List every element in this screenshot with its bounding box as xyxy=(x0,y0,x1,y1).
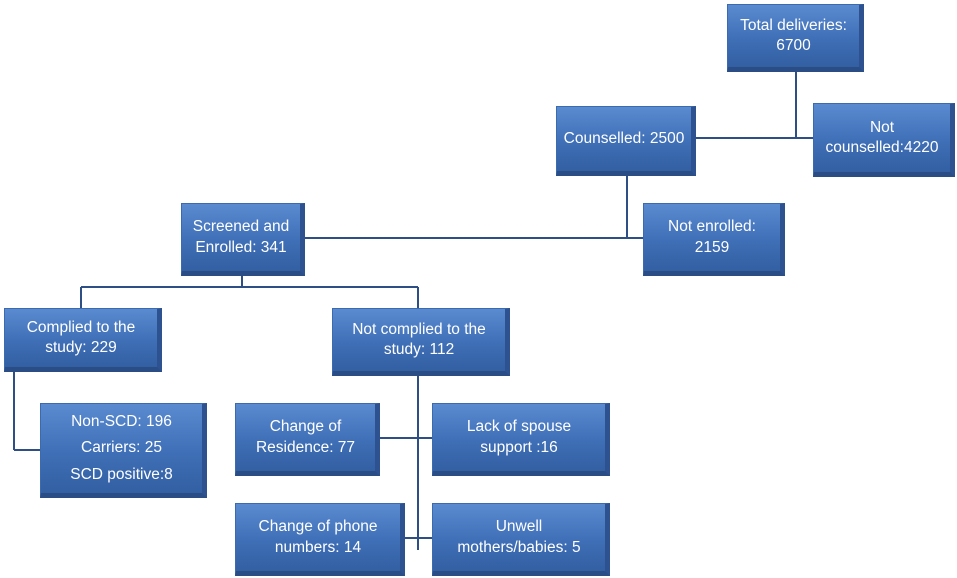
node-breakdown-non-scd: Non-SCD: 196 xyxy=(71,413,172,431)
node-total-deliveries-line1: Total deliveries: xyxy=(740,16,847,34)
node-complied-breakdown: Non-SCD: 196 Carriers: 25 SCD positive:8 xyxy=(40,403,207,498)
node-change-phone-line1: Change of phone xyxy=(258,518,378,536)
node-not-complied-line1: Not complied to the xyxy=(352,320,486,338)
node-breakdown-scd-positive: SCD positive:8 xyxy=(70,465,173,483)
node-lack-spouse-line1: Lack of spouse xyxy=(466,418,572,436)
node-unwell-line1: Unwell xyxy=(495,518,543,536)
node-complied-line2: study: 229 xyxy=(45,339,117,356)
node-lack-spouse-line2: support :16 xyxy=(480,438,558,456)
node-not-enrolled-line1: Not enrolled: xyxy=(668,218,756,236)
node-not-enrolled: Not enrolled: 2159 xyxy=(643,203,785,276)
node-total-deliveries: Total deliveries: 6700 xyxy=(727,4,864,72)
node-not-counselled: Not counselled:4220 xyxy=(813,103,955,177)
node-complied-line1: Complied to the xyxy=(26,318,136,336)
node-change-residence: Change of Residence: 77 xyxy=(235,403,380,476)
node-change-phone-line2: numbers: 14 xyxy=(274,538,362,556)
node-not-counselled-line1: Not xyxy=(869,118,895,136)
node-lack-spouse: Lack of spouse support :16 xyxy=(432,403,610,476)
node-screened-enrolled: Screened and Enrolled: 341 xyxy=(181,203,305,276)
node-change-residence-line1: Change of xyxy=(269,418,342,436)
node-change-residence-line2: Residence: 77 xyxy=(255,438,356,456)
node-not-counselled-line2: counselled:4220 xyxy=(825,139,939,156)
node-not-enrolled-line2: 2159 xyxy=(694,238,730,256)
node-not-complied-line2: study: 112 xyxy=(383,341,455,358)
node-unwell-line2: mothers/babies: 5 xyxy=(457,538,581,556)
node-counselled: Counselled: 2500 xyxy=(556,106,696,176)
node-unwell: Unwell mothers/babies: 5 xyxy=(432,503,610,576)
node-breakdown-carriers: Carriers: 25 xyxy=(81,439,162,457)
node-complied: Complied to the study: 229 xyxy=(4,308,162,372)
node-not-complied: Not complied to the study: 112 xyxy=(332,308,510,376)
node-total-deliveries-line2: 6700 xyxy=(776,37,811,54)
node-change-phone: Change of phone numbers: 14 xyxy=(235,503,405,576)
node-screened-enrolled-line1: Screened and xyxy=(192,218,290,236)
node-counselled-line1: Counselled: 2500 xyxy=(563,129,685,147)
node-screened-enrolled-line2: Enrolled: 341 xyxy=(195,238,287,256)
